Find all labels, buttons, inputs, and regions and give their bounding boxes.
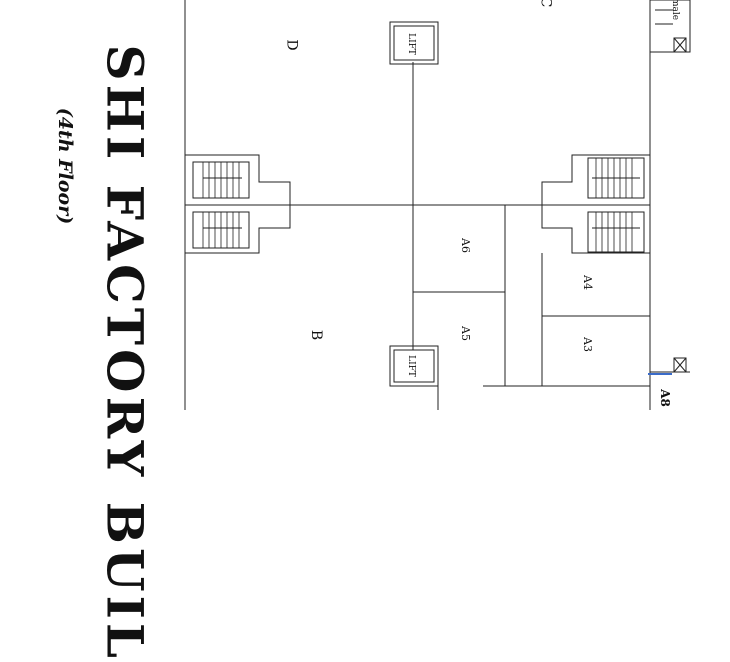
lift-label-upper: LIFT <box>405 33 416 55</box>
upper-lift-outer <box>389 21 439 65</box>
room-label-a4: A4 <box>580 275 594 290</box>
toilet-box-cross <box>673 37 687 53</box>
toilet-block <box>649 0 691 53</box>
bottom-right-box-cross <box>673 357 687 373</box>
room-label-a6: A6 <box>458 238 472 253</box>
lift-label-lower: LIFT <box>405 355 416 377</box>
right-stair-outline <box>541 154 650 254</box>
right-stair-lower <box>587 211 645 253</box>
building-title: SHI FACTORY BUIL <box>95 44 155 662</box>
toilet-label: male <box>670 0 681 21</box>
upper-lift-inner <box>393 25 435 61</box>
toilet-box <box>673 37 687 53</box>
room-label-c: C <box>537 0 554 8</box>
room-label-b: B <box>308 329 325 341</box>
floor-plan <box>184 0 691 410</box>
right-stair-upper <box>587 157 645 199</box>
room-label-a5: A5 <box>458 326 472 341</box>
floor-subtitle: (4th Floor) <box>54 107 76 225</box>
lower-lift-outer <box>389 345 439 387</box>
room-label-d: D <box>283 39 300 51</box>
lower-lift-inner <box>393 349 435 383</box>
left-stair-outline <box>185 154 291 254</box>
unit-tag-a8: A8 <box>657 389 672 407</box>
room-label-a3: A3 <box>580 337 594 352</box>
